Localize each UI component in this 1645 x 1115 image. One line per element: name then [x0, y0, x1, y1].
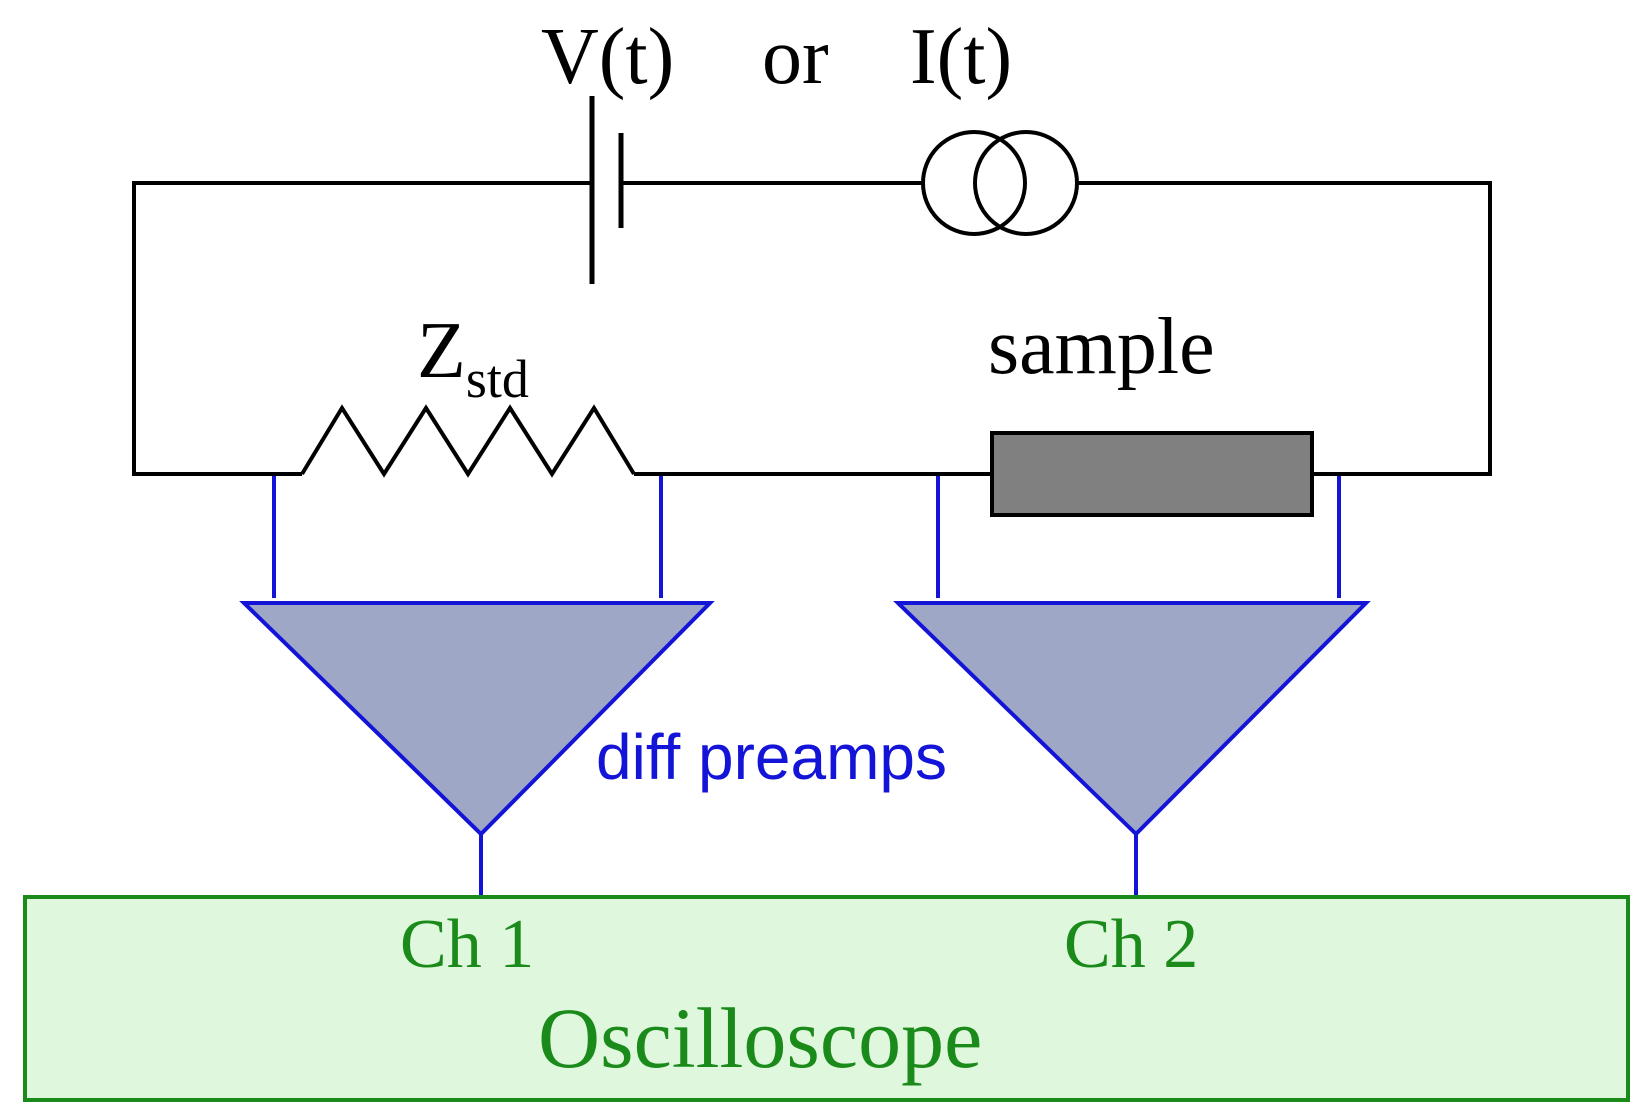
z-main-text: Z: [417, 307, 466, 395]
or-label: or: [762, 13, 829, 101]
current-source-label: I(t): [910, 13, 1012, 101]
sample-block: [990, 431, 1314, 517]
oscilloscope-label: Oscilloscope: [538, 990, 982, 1086]
circuit-wires: [132, 181, 1492, 476]
ch2-label: Ch 2: [1064, 906, 1198, 983]
z-std-label: Zstd: [417, 307, 529, 409]
top-wire-right: [1076, 181, 1492, 476]
probe-leads: [272, 476, 1341, 598]
sample-label: sample: [988, 303, 1215, 391]
resistor-icon: [300, 404, 636, 478]
diff-preamps-label: diff preamps: [596, 721, 947, 793]
oscilloscope-box: [23, 895, 1630, 1102]
voltage-source-icon: [589, 96, 624, 284]
z-sub-text: std: [466, 349, 529, 409]
top-wire-left: [132, 181, 592, 476]
current-source-icon: [921, 130, 1079, 236]
preamp-outputs: [479, 834, 1138, 897]
preamp-2-triangle: [893, 601, 1371, 837]
voltage-source-label: V(t): [541, 13, 674, 101]
preamp-1-triangle: [239, 601, 715, 837]
ch1-label: Ch 1: [400, 906, 534, 983]
